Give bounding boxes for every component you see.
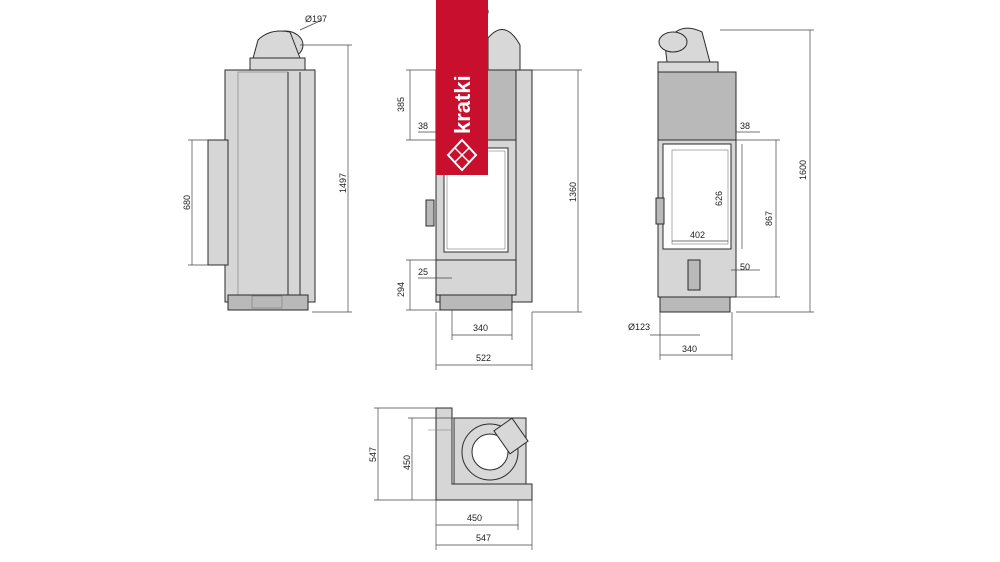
back-flue-collar	[657, 61, 719, 73]
back-door-glass	[662, 143, 732, 250]
kratki-logo-banner: kratki	[436, 0, 488, 175]
side-front-projection	[207, 139, 229, 266]
back-air-inlet	[687, 259, 701, 291]
dim-side-flue-diameter: Ø197	[305, 14, 327, 24]
back-upper-panel	[657, 71, 737, 141]
brand-name: kratki	[450, 75, 475, 134]
dim-side-total-height: 1497	[338, 173, 348, 193]
dim-right-frame: 38	[740, 121, 750, 131]
dim-right-air-inlet: Ø123	[628, 322, 650, 332]
top-view	[374, 407, 533, 550]
top-flue-elbow	[493, 417, 529, 455]
dim-front-left-frame: 38	[418, 121, 428, 131]
back-door-inner	[671, 149, 729, 245]
front-door-handle[interactable]	[425, 199, 435, 227]
dim-right-bottom-offset: 50	[740, 262, 750, 272]
dim-right-total-height: 1600	[798, 160, 808, 180]
dim-front-total-width: 522	[476, 353, 491, 363]
side-flue-elbow	[251, 30, 301, 63]
top-flue-opening	[471, 433, 509, 471]
back-flue-outlet	[658, 31, 688, 53]
dim-top-depth-total: 547	[368, 447, 378, 462]
front-base	[439, 294, 513, 311]
front-view	[406, 29, 582, 370]
back-door-handle[interactable]	[655, 197, 665, 225]
dim-side-front-height: 680	[182, 195, 192, 210]
side-flue-collar	[249, 57, 306, 71]
logo-diamond-icon	[446, 138, 478, 172]
side-view	[188, 19, 352, 313]
logo-grid-icon	[454, 147, 470, 163]
front-lower-panel	[435, 259, 517, 296]
back-view	[650, 27, 814, 360]
dim-front-upper-panel: 385	[396, 97, 406, 112]
dim-leader-flue	[299, 19, 323, 31]
side-base	[227, 294, 309, 311]
dim-top-width-inner: 450	[467, 513, 482, 523]
dim-front-width-inner: 340	[473, 323, 488, 333]
dim-front-total-height: 1360	[568, 182, 578, 202]
dim-top-width-total: 547	[476, 533, 491, 543]
back-base	[659, 296, 731, 313]
side-base-opening	[251, 295, 283, 309]
logo-background	[436, 0, 488, 175]
dim-front-base-height: 294	[396, 282, 406, 297]
dim-front-bottom-gap: 25	[418, 267, 428, 277]
dim-top-depth-inner: 450	[402, 455, 412, 470]
side-body	[224, 69, 316, 303]
dim-right-opening-height: 867	[764, 211, 774, 226]
dim-right-width-inner: 340	[682, 344, 697, 354]
front-flue	[487, 29, 521, 71]
dim-right-glass-width: 402	[690, 230, 705, 240]
dim-right-glass-height: 626	[714, 191, 724, 206]
